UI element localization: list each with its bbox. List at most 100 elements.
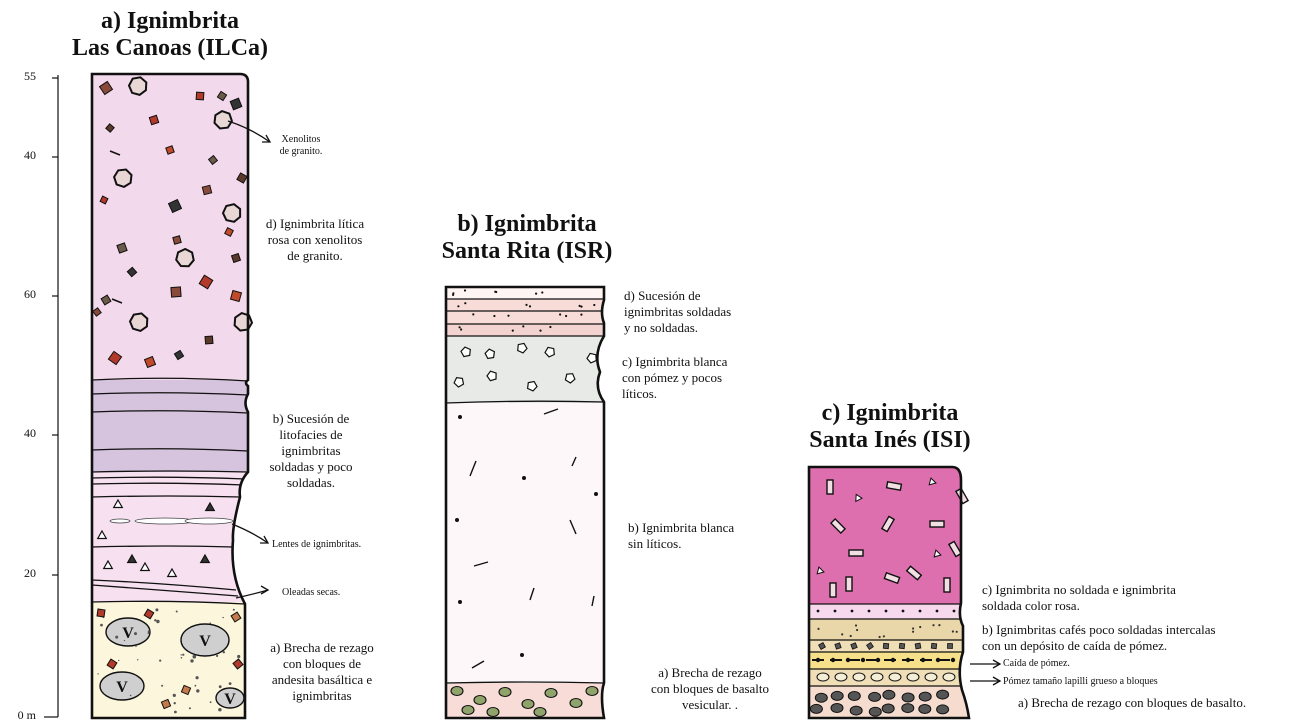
lithic-clast [198,274,214,290]
granite-xenolith [175,247,195,268]
pumice-clast [486,370,497,382]
pumice-fall-grain [935,657,941,663]
column-a-unit-a: a) Brecha de rezago con bloques de andes… [270,640,374,703]
dot [525,303,528,306]
pumice-fragment [880,515,896,533]
lithic-fragment [933,549,942,558]
breccia-clast [160,698,172,710]
dot [528,305,532,308]
dot [458,600,462,604]
breccia-grain [237,654,241,659]
breccia-grain [232,608,235,611]
basalt-block [498,686,512,698]
breccia-grain [97,673,99,675]
andesite-block-label: V [116,679,128,696]
breccia-grain [172,693,176,698]
breccia-clast [180,684,192,696]
note-oleadas: Oleadas secas. [282,587,341,598]
dot [464,302,467,305]
lithic-streak [111,298,123,304]
pumice-fragment [885,481,903,491]
dot [841,633,844,636]
column-c-clasts [809,477,970,717]
dot [565,314,568,318]
granite-xenolith [113,168,133,188]
lithic-fragment [855,493,863,503]
axis-tick: 0 m [17,708,36,722]
breccia-grain [129,694,132,697]
column-b-unit-c: c) Ignimbrita blanca con pómez y pocos l… [622,354,728,401]
pumice-clast [484,348,496,360]
lithic-fragment [850,642,858,650]
column-b-unit-b: b) Ignimbrita blanca sin líticos. [628,520,735,551]
basalt-block [533,706,547,718]
lapilli-pumice [906,672,920,682]
breccia-grain [209,701,212,704]
breccia-grain [156,619,160,624]
dot [580,313,583,316]
dot [932,624,935,627]
dot [522,325,525,328]
breccia-grain [175,610,178,613]
andesite-block-label: V [199,633,211,650]
pumice-fall-grain [890,657,896,663]
lithic-clast [107,350,123,366]
pumice-fragment [905,565,923,581]
lapilli-pumice [888,672,902,682]
pumice-clast [453,376,465,388]
lapilli-pumice [834,672,848,682]
lithic-fragment [928,477,937,486]
column-c-unit-b: b) Ignimbritas cafés poco soldadas inter… [982,622,1216,653]
granite-xenolith [233,312,254,332]
breccia-grain [135,645,137,648]
basalt-block [882,689,896,700]
column-b-unit-a: a) Brecha de rezago con bloques de basal… [650,665,770,712]
ignimbrite-fragment [166,567,178,578]
column-a-title-line2: Las Canoas (ILCa) [71,35,269,61]
lithic-clast [229,97,243,111]
breccia-grain [115,635,119,639]
lithic-streak [109,150,121,156]
dot [935,609,939,613]
breccia-grain [147,632,150,634]
breccia-grain [190,659,194,663]
lithic-clast [216,90,228,102]
breccia-grain [182,653,185,656]
pumice-fall-grain [815,657,821,663]
dot [901,609,905,613]
dot [455,518,459,522]
breccia-grain [188,707,191,710]
crystal-streak [591,595,595,607]
lithic-clast [98,80,114,96]
ignimbrite-fragment [126,553,138,564]
breccia-grain [218,708,222,712]
dot [507,314,510,317]
pumice-clast [586,352,597,364]
axis-tick: 40 [24,426,36,440]
label-arrows [227,120,1002,686]
breccia-grain [194,684,197,687]
breccia-grain [100,623,103,627]
dot [522,476,526,480]
dot [580,305,583,308]
ignimbrite-fragment [199,553,211,564]
granite-xenolith [221,203,242,223]
basalt-block [809,703,823,714]
lapilli-pumice [942,672,956,682]
dot [856,628,859,632]
dot [535,292,538,295]
dot [816,609,820,613]
dot [457,305,460,308]
column-c-title-line2: Santa Inés (ISI) [809,427,971,453]
breccia-clast [232,658,244,670]
breccia-grain [216,654,219,658]
pumice-fall-grain [860,657,866,663]
lithic-clast [229,289,243,303]
dot [912,630,915,633]
dot [951,630,955,633]
pumice-clast [564,373,576,384]
lapilli-pumice [852,672,866,682]
lithic-clast [224,227,234,237]
dot [912,627,915,630]
